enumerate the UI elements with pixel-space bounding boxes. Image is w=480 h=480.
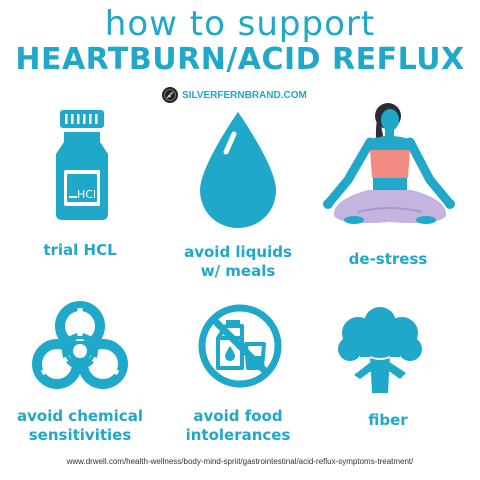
- medicine-bottle-icon: HCl: [52, 110, 112, 226]
- biohazard-icon: [30, 300, 130, 396]
- no-food-icon: [196, 302, 284, 394]
- bottle-label-text: HCl: [77, 188, 97, 201]
- meditation-icon: [318, 100, 458, 239]
- brand: SILVERFERNBRAND.COM: [162, 86, 307, 104]
- broccoli-icon: [330, 305, 430, 401]
- item-label-de-stress: de-stress: [348, 250, 428, 268]
- title-script: how to support: [104, 4, 376, 44]
- source-url: www.drwell.com/health-wellness/body-mind…: [66, 457, 414, 466]
- brand-logo-icon: [162, 87, 178, 103]
- water-drop-icon: [196, 112, 280, 234]
- item-label-trial-hcl: trial HCL: [43, 241, 117, 259]
- brand-text: SILVERFERNBRAND.COM: [182, 89, 307, 101]
- item-label-fiber: fiber: [368, 411, 408, 429]
- page-title: HEARTBURN/ACID REFLUX: [15, 42, 465, 77]
